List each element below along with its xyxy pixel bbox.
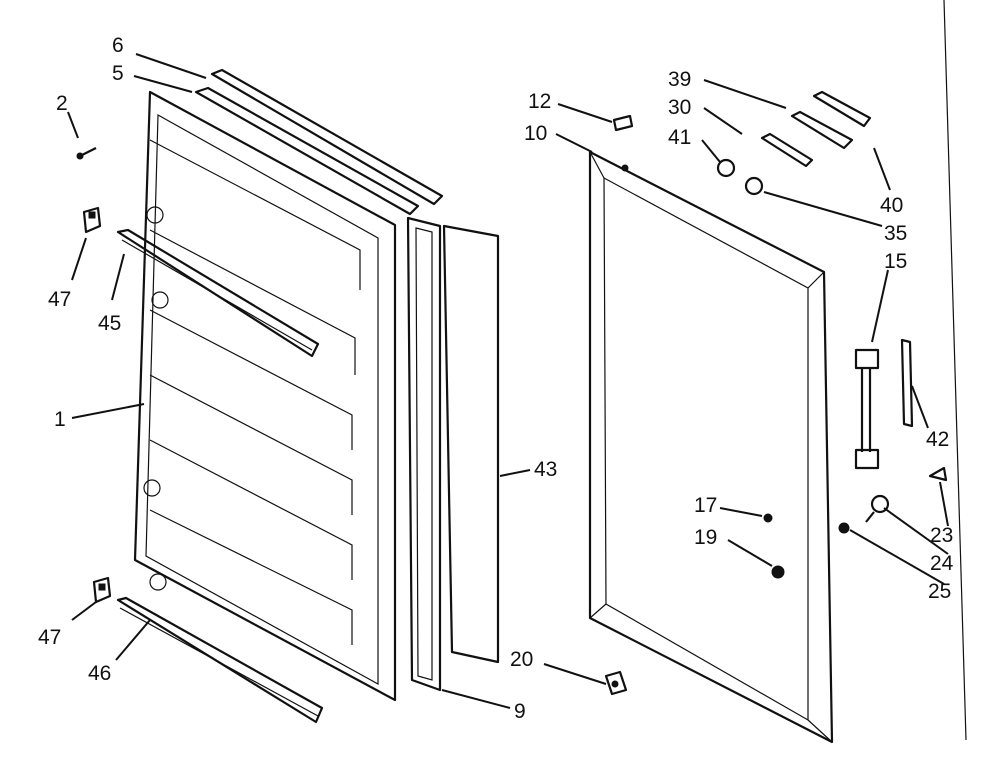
cap-part-35	[744, 176, 764, 196]
callout-23: 23	[930, 524, 953, 547]
callout-5: 5	[112, 62, 124, 85]
callout-12: 12	[528, 90, 551, 113]
callout-25: 25	[928, 580, 951, 603]
clip-part-23	[928, 466, 948, 482]
trim-strip-part-30	[760, 110, 854, 168]
callout-30: 30	[668, 96, 691, 119]
bracket-part-47-lower	[92, 576, 112, 604]
callout-10: 10	[524, 122, 547, 145]
callout-42: 42	[926, 428, 949, 451]
callout-20: 20	[510, 648, 533, 671]
strip-part-42	[900, 338, 914, 428]
leader-lines	[67, 53, 949, 709]
panel-part-43	[442, 224, 500, 664]
callout-47-lower: 47	[38, 626, 61, 649]
hinge-part-20	[604, 670, 628, 696]
callout-9: 9	[514, 700, 526, 723]
callout-46: 46	[88, 662, 111, 685]
cap-part-41	[716, 158, 736, 178]
hinge-cap-part-12	[612, 114, 634, 132]
callout-6: 6	[112, 34, 124, 57]
screw-part-19	[771, 565, 785, 579]
callout-2: 2	[56, 92, 68, 115]
callout-35: 35	[884, 222, 907, 245]
handle-part-15	[854, 348, 880, 470]
door-gasket-part-9	[406, 216, 442, 692]
callout-24: 24	[930, 552, 954, 575]
sheet-edge-line	[943, 0, 967, 741]
callout-47-upper: 47	[48, 288, 71, 311]
bracket-part-47-upper	[82, 206, 102, 234]
screw-part-17	[763, 513, 773, 523]
screw-part-24	[865, 494, 890, 523]
callout-1: 1	[54, 408, 66, 431]
outer-door-part-10	[588, 150, 834, 744]
callout-41: 41	[668, 126, 691, 149]
bottom-rail-part-46	[116, 596, 324, 724]
callout-17: 17	[694, 494, 717, 517]
callout-labels: 6 5 2 47 45 1 47 46 43 9 12 10 39 30 41 …	[38, 34, 954, 723]
callout-19: 19	[694, 526, 717, 549]
trim-strip-part-39	[812, 90, 872, 128]
callout-39: 39	[668, 68, 691, 91]
gasket-strip-part-5	[194, 86, 420, 216]
callout-45: 45	[98, 312, 121, 335]
shelf-rail-part-45	[116, 228, 320, 358]
callout-15: 15	[884, 250, 907, 273]
gasket-strip-part-6	[210, 68, 444, 206]
screw-part-2	[76, 147, 97, 160]
callout-40: 40	[880, 194, 903, 217]
callout-43: 43	[534, 458, 557, 481]
nut-part-25	[838, 522, 850, 534]
